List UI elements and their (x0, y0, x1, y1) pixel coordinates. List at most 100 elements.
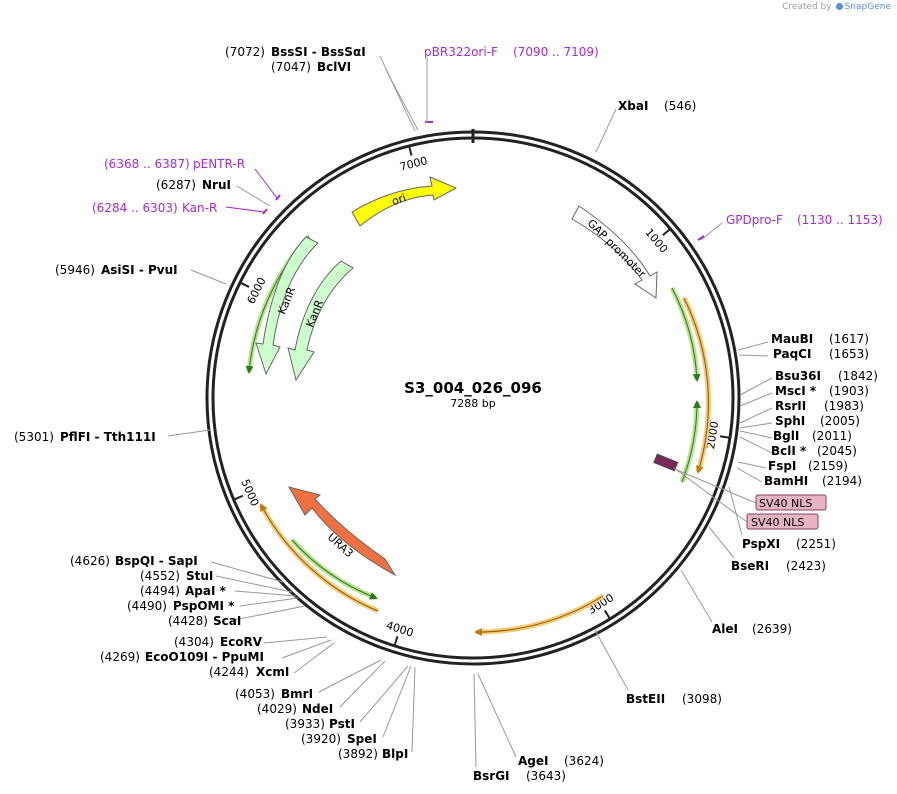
svg-text:(4244): (4244) (209, 665, 249, 679)
svg-text:StuI: StuI (186, 569, 213, 583)
svg-text:PspOMI *: PspOMI * (173, 599, 235, 613)
primer-name: pBR322ori-F (424, 45, 498, 59)
tick-mark-3000 (603, 609, 611, 619)
svg-text:BclI *: BclI * (771, 444, 807, 458)
svg-text:Bsu36I: Bsu36I (775, 369, 821, 383)
svg-text:PaqCI: PaqCI (773, 347, 811, 361)
primer-kan-r: (6284 .. 6303) Kan-R (92, 201, 268, 215)
svg-text:(2159): (2159) (808, 459, 848, 473)
svg-text:NruI: NruI (202, 178, 231, 192)
site-agei: AgeI (3624) (518, 754, 604, 768)
site-sphi: SphI(2005) (775, 414, 860, 428)
svg-text:(2011): (2011) (812, 429, 852, 443)
svg-text:AleI: AleI (712, 622, 738, 636)
site-xbai: XbaI(546) (618, 99, 696, 113)
svg-text:(4029): (4029) (257, 702, 297, 716)
svg-text:(2045): (2045) (817, 444, 857, 458)
feature-ori: ori (351, 176, 458, 227)
svg-text:BspQI - SapI: BspQI - SapI (115, 554, 198, 568)
site-bssssi: BssSI - BssSαI(7072) (225, 45, 366, 59)
site-psti: PstI (3933) (285, 717, 355, 731)
kanr-arrow-2 (287, 260, 354, 382)
svg-text:(1653): (1653) (829, 347, 869, 361)
site-spei: SpeI(3920) (301, 732, 377, 746)
svg-text:MauBI: MauBI (771, 332, 813, 346)
tick-mark-5000 (234, 494, 244, 501)
svg-text:BclVI: BclVI (317, 60, 351, 74)
tick-mark-7000 (408, 146, 413, 156)
svg-text:BsrGI: BsrGI (473, 769, 510, 783)
site-bsteii: BstEII(3098) (626, 692, 722, 706)
svg-text:BlpI: BlpI (382, 747, 408, 761)
svg-text:(2639): (2639) (752, 622, 792, 636)
site-rsrii: RsrII (1983) (775, 399, 864, 413)
nls-features: SV40 NLS SV40 NLS (653, 453, 827, 530)
site-nrui: NruI(6287) (156, 178, 231, 192)
tick-mark-4000 (393, 636, 399, 646)
site-paqci: PaqCI (1653) (773, 347, 869, 361)
site-asisi-pvui: AsiSI - PvuI(5946) (55, 263, 178, 277)
svg-text:PflFI - Tth111I: PflFI - Tth111I (60, 430, 156, 444)
svg-text:ScaI: ScaI (213, 614, 241, 628)
svg-text:NdeI: NdeI (302, 702, 333, 716)
nls-label-1: SV40 NLS (759, 497, 812, 510)
credit-text: Created by (782, 2, 832, 12)
orf-arc-inner-2 (679, 401, 700, 483)
site-blpi: BlpI(3892) (338, 747, 408, 761)
site-alei: AleI (2639) (712, 622, 792, 636)
site-bmri: BmrI(4053) (235, 687, 313, 701)
site-maubi: MauBI(1617) (771, 332, 869, 346)
tick-label-4000: 4000 (384, 619, 415, 640)
svg-text:(2251): (2251) (796, 537, 836, 551)
svg-text:(2194): (2194) (822, 474, 862, 488)
site-xcmi: XcmI (4244) (209, 665, 289, 679)
nls-glyph (653, 453, 679, 472)
svg-text:(7072): (7072) (225, 45, 265, 59)
svg-text:(546): (546) (664, 99, 696, 113)
primer-name: Kan-R (182, 201, 217, 215)
feature-gap-promoter: GAP promoter (571, 205, 658, 299)
primer-range: (6368 .. 6387) (104, 157, 190, 171)
ura3-arrow (287, 486, 397, 577)
site-bclvi: BclVI(7047) (271, 60, 351, 74)
svg-text:(3624): (3624) (564, 754, 604, 768)
svg-text:PstI: PstI (329, 717, 355, 731)
site-pspxi: PspXI(2251) (742, 537, 836, 551)
svg-text:RsrII: RsrII (775, 399, 806, 413)
backbone (205, 129, 741, 666)
site-bamhi: BamHI (2194) (764, 474, 862, 488)
feature-label-gap-promoter: GAP promoter (585, 217, 649, 281)
site-bsrgi: BsrGI(3643) (473, 769, 566, 783)
svg-text:BamHI: BamHI (764, 474, 808, 488)
svg-text:XcmI: XcmI (256, 665, 289, 679)
svg-text:(4304): (4304) (174, 635, 214, 649)
nls-box-1: SV40 NLS (755, 494, 827, 511)
svg-text:(1842): (1842) (838, 369, 878, 383)
primer-name: GPDpro-F (726, 213, 783, 227)
svg-text:(3098): (3098) (682, 692, 722, 706)
svg-text:(3933): (3933) (285, 717, 325, 731)
tick-label-5000: 5000 (238, 477, 261, 508)
svg-text:(4053): (4053) (235, 687, 275, 701)
primer-gpdpro-f: GPDpro-F (1130 .. 1153) (697, 213, 883, 241)
svg-text:AgeI: AgeI (518, 754, 548, 768)
svg-text:(1983): (1983) (824, 399, 864, 413)
tick-mark-2000 (719, 435, 730, 439)
tick-label-7000: 7000 (398, 154, 428, 173)
svg-text:BglI: BglI (773, 429, 799, 443)
tick-mark-6000 (240, 282, 250, 288)
plasmid-name: S3_004_026_096 (404, 379, 542, 397)
primer-pentr-r: (6368 .. 6387) pENTR-R (104, 157, 281, 201)
ori-arrow (351, 176, 458, 227)
primer-range: (7090 .. 7109) (513, 45, 599, 59)
site-scai: ScaI(4428) (168, 614, 241, 628)
feature-kanr-2: KanR (287, 260, 354, 382)
site-pflfi-tth111i: PflFI - Tth111I(5301) (14, 430, 156, 444)
svg-text:(4626): (4626) (70, 554, 110, 568)
svg-text:(4494): (4494) (140, 584, 180, 598)
svg-text:AsiSI - PvuI: AsiSI - PvuI (101, 263, 178, 277)
tick-label-1000: 1000 (642, 226, 670, 256)
site-ecoo109i-ppumi: EcoO109I - PpuMI(4269) (100, 650, 264, 664)
svg-text:SpeI: SpeI (347, 732, 377, 746)
